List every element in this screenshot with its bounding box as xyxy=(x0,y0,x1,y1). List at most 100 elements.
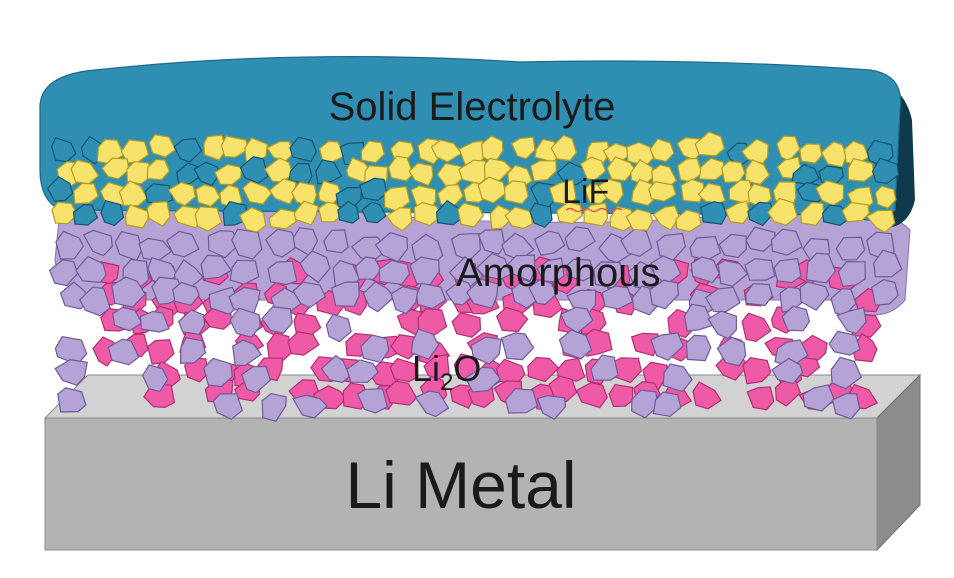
lif-particle xyxy=(728,179,754,205)
lif-particle xyxy=(148,133,177,158)
amorphous-particle xyxy=(773,257,802,284)
amorphous-particle xyxy=(805,252,837,284)
amorphous-particle xyxy=(799,281,830,311)
amorphous-particle xyxy=(107,338,140,366)
amorphous-particle xyxy=(410,328,440,360)
amorphous-particle xyxy=(207,230,241,259)
lif-particle xyxy=(385,207,413,232)
amorphous-particle xyxy=(717,259,749,287)
lif-particle xyxy=(597,178,624,205)
amorphous-particle xyxy=(771,357,804,385)
amorphous-particle xyxy=(79,286,111,317)
amorphous-particle xyxy=(744,258,776,281)
li2o-particle xyxy=(746,386,775,411)
amorphous-particle-layer xyxy=(48,226,903,422)
li2o-particle xyxy=(495,306,529,333)
lif-particle xyxy=(530,160,557,182)
amorphous-particle xyxy=(323,229,349,254)
lif-particle xyxy=(800,201,825,226)
electrolyte-particle xyxy=(100,199,125,227)
lif-particle xyxy=(847,157,875,182)
lif-particle xyxy=(625,208,654,232)
amorphous-particle xyxy=(470,336,502,365)
li2o-particle xyxy=(266,332,293,363)
amorphous-particle xyxy=(505,254,536,282)
amorphous-particle xyxy=(631,389,659,419)
lif-label-underline xyxy=(565,207,623,213)
amorphous-particle xyxy=(57,387,87,413)
amorphous-particle xyxy=(111,276,147,308)
li2o-label-main: Li xyxy=(412,348,440,389)
amorphous-particle xyxy=(536,257,565,283)
lif-particle xyxy=(820,141,848,168)
amorphous-particle xyxy=(360,334,390,364)
amorphous-particle xyxy=(477,228,506,255)
lif-particle xyxy=(724,200,751,225)
li2o-particle xyxy=(742,357,772,385)
electrolyte-particle xyxy=(361,201,387,224)
amorphous-particle xyxy=(590,354,619,381)
electrolyte-particle xyxy=(529,202,553,228)
li2o-particle xyxy=(741,312,772,342)
li-metal-label: Li Metal xyxy=(345,448,576,522)
lif-particle xyxy=(317,201,345,223)
amorphous-particle xyxy=(718,233,747,258)
amorphous-particle xyxy=(620,226,653,257)
li2o-particle xyxy=(385,380,418,406)
li2o-label-tail: O xyxy=(453,348,481,389)
amorphous-particle xyxy=(704,286,741,313)
li2o-particle xyxy=(184,357,209,383)
lif-particle xyxy=(721,160,746,184)
amorphous-particle xyxy=(830,356,863,390)
electrolyte-particle xyxy=(747,201,774,227)
lif-particle xyxy=(489,204,513,230)
amorphous-particle xyxy=(75,255,107,284)
amorphous-particle xyxy=(165,230,200,258)
amorphous-particle xyxy=(325,313,352,343)
amorphous-particle xyxy=(231,228,263,260)
amorphous-particle xyxy=(662,363,693,393)
amorphous-particle xyxy=(500,332,535,361)
electrolyte-particle xyxy=(72,204,99,226)
amorphous-particle xyxy=(261,392,287,422)
lif-particle xyxy=(550,134,578,162)
electrolyte-particle xyxy=(144,183,174,205)
lif-particle xyxy=(360,140,386,164)
amorphous-particle xyxy=(54,358,88,386)
lif-particle xyxy=(744,159,771,185)
amorphous-particle xyxy=(690,256,720,284)
amorphous-particle xyxy=(770,228,803,256)
amorphous-particle xyxy=(139,310,170,333)
electrolyte-particle xyxy=(173,137,203,163)
lif-particle xyxy=(799,143,823,164)
amorphous-particle xyxy=(200,254,233,280)
li2o-particle xyxy=(692,381,722,410)
lif-particle xyxy=(648,181,677,202)
amorphous-particle xyxy=(177,309,206,336)
electrolyte-particle xyxy=(46,176,74,202)
electrolyte-particle xyxy=(315,159,343,185)
li2o-particle xyxy=(575,381,608,409)
lif-particle xyxy=(293,200,320,226)
amorphous-particle xyxy=(528,279,558,306)
amorphous-particle xyxy=(871,278,899,306)
lif-particle xyxy=(680,178,705,203)
lif-particle xyxy=(675,209,702,233)
lif-particle xyxy=(606,156,636,182)
lif-particle xyxy=(652,205,680,231)
amorphous-particle xyxy=(836,306,867,335)
amorphous-particle xyxy=(292,394,328,419)
electrolyte-particle xyxy=(222,201,247,226)
lif-particle xyxy=(220,135,250,158)
lif-particle xyxy=(580,156,607,181)
lif-particle xyxy=(242,180,273,205)
amorphous-particle xyxy=(203,357,233,388)
lif-particle xyxy=(649,138,675,163)
lif-particle xyxy=(203,134,228,161)
lif-particle xyxy=(146,200,171,227)
amorphous-particle xyxy=(649,279,679,310)
li2o-particle xyxy=(630,332,659,357)
lif-particle xyxy=(239,206,267,233)
lif-particle xyxy=(195,184,221,207)
